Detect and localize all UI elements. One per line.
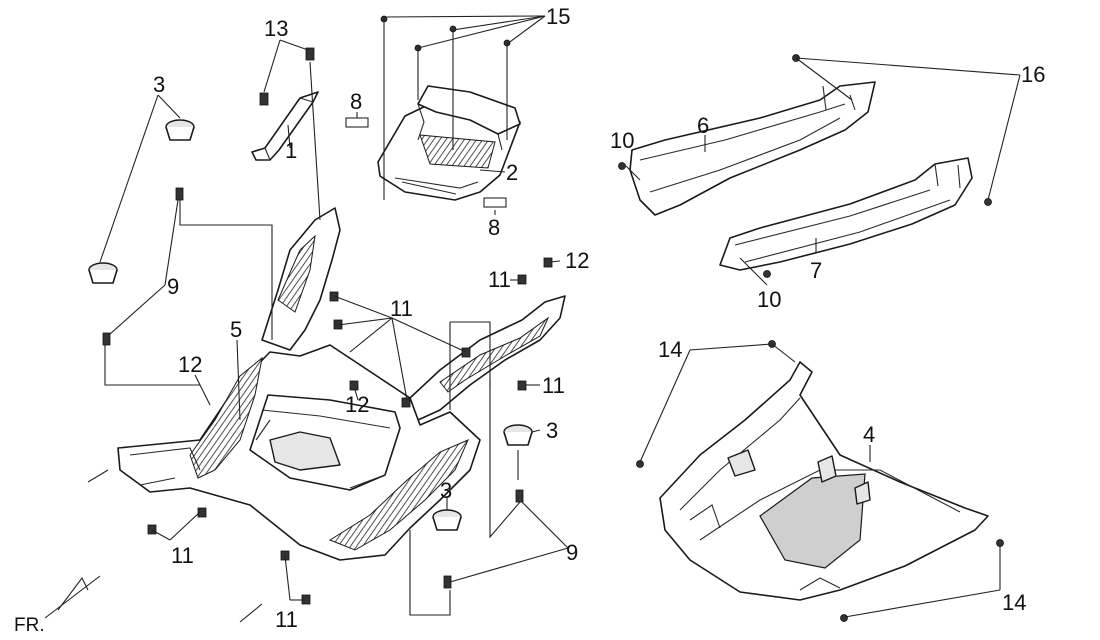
callout-13: 13 — [264, 16, 288, 41]
callout-15: 15 — [546, 4, 570, 29]
cap-3-left — [88, 262, 118, 284]
callout-8-upper: 8 — [350, 89, 362, 114]
front-indicator-label: FR. — [14, 615, 45, 636]
screw-14-d — [840, 614, 848, 622]
screw-9-b — [102, 332, 111, 346]
callout-8-lower: 8 — [488, 215, 500, 240]
screw-9-a — [175, 187, 184, 201]
callout-11-bottom: 11 — [275, 607, 298, 632]
screw-loose-left — [87, 469, 109, 483]
callout-6: 6 — [697, 113, 709, 138]
clip-11-g — [197, 507, 207, 518]
callout-10-lower: 10 — [757, 287, 781, 312]
marker-8-lower — [483, 197, 507, 208]
callout-3-right: 3 — [546, 418, 558, 443]
part-6-side-rail-upper — [629, 81, 876, 216]
part-5-floor-panel — [117, 207, 566, 561]
callout-7: 7 — [810, 258, 822, 283]
cap-3-center — [432, 509, 462, 531]
clip-12-b — [349, 380, 359, 391]
marker-8-upper — [345, 117, 369, 128]
cap-3-right — [503, 424, 533, 446]
clip-11-f — [517, 380, 527, 391]
callout-4: 4 — [863, 422, 875, 447]
callout-14-lower: 14 — [1002, 590, 1026, 615]
cap-3-upper — [165, 119, 195, 141]
screw-9-d — [443, 575, 452, 589]
part-7-side-rail-lower — [719, 157, 973, 271]
screw-10-lower — [763, 270, 771, 278]
leader-lines — [44, 15, 1021, 619]
screw-13-a — [259, 92, 269, 106]
callout-5: 5 — [230, 317, 242, 342]
part-4-lower-shell — [659, 361, 989, 601]
screw-10-upper — [618, 162, 626, 170]
callout-2: 2 — [506, 160, 518, 185]
callout-12-center: 12 — [345, 392, 369, 417]
screw-loose-bottom — [239, 603, 263, 623]
screw-9-c — [515, 489, 524, 503]
clip-11-e — [517, 274, 527, 285]
callout-3-upper: 3 — [153, 72, 165, 97]
callout-3-center: 3 — [440, 478, 452, 503]
screw-14-b — [636, 460, 644, 468]
callout-1: 1 — [285, 138, 297, 163]
clip-12-a — [543, 257, 553, 268]
clip-11-h — [147, 524, 157, 535]
callout-labels: 1 2 3 3 3 4 5 6 7 8 8 9 9 10 10 11 11 11… — [14, 4, 1045, 636]
callout-11-right: 11 — [542, 373, 565, 398]
callout-14-upper: 14 — [658, 337, 682, 362]
part-2-top-cover — [377, 85, 521, 201]
callout-11-center: 11 — [390, 296, 413, 321]
callout-9-right: 9 — [566, 540, 578, 565]
callout-16: 16 — [1021, 62, 1045, 87]
callout-9-left: 9 — [167, 274, 179, 299]
clip-11-c — [461, 347, 471, 358]
callout-11-upper-right: 11 — [488, 267, 511, 292]
callout-10-upper: 10 — [610, 128, 634, 153]
screw-13-b — [305, 47, 315, 61]
callout-11-bottom-left: 11 — [171, 543, 194, 568]
callout-12-right: 12 — [565, 248, 589, 273]
callout-12-left: 12 — [178, 352, 202, 377]
clip-11-d — [401, 397, 411, 408]
